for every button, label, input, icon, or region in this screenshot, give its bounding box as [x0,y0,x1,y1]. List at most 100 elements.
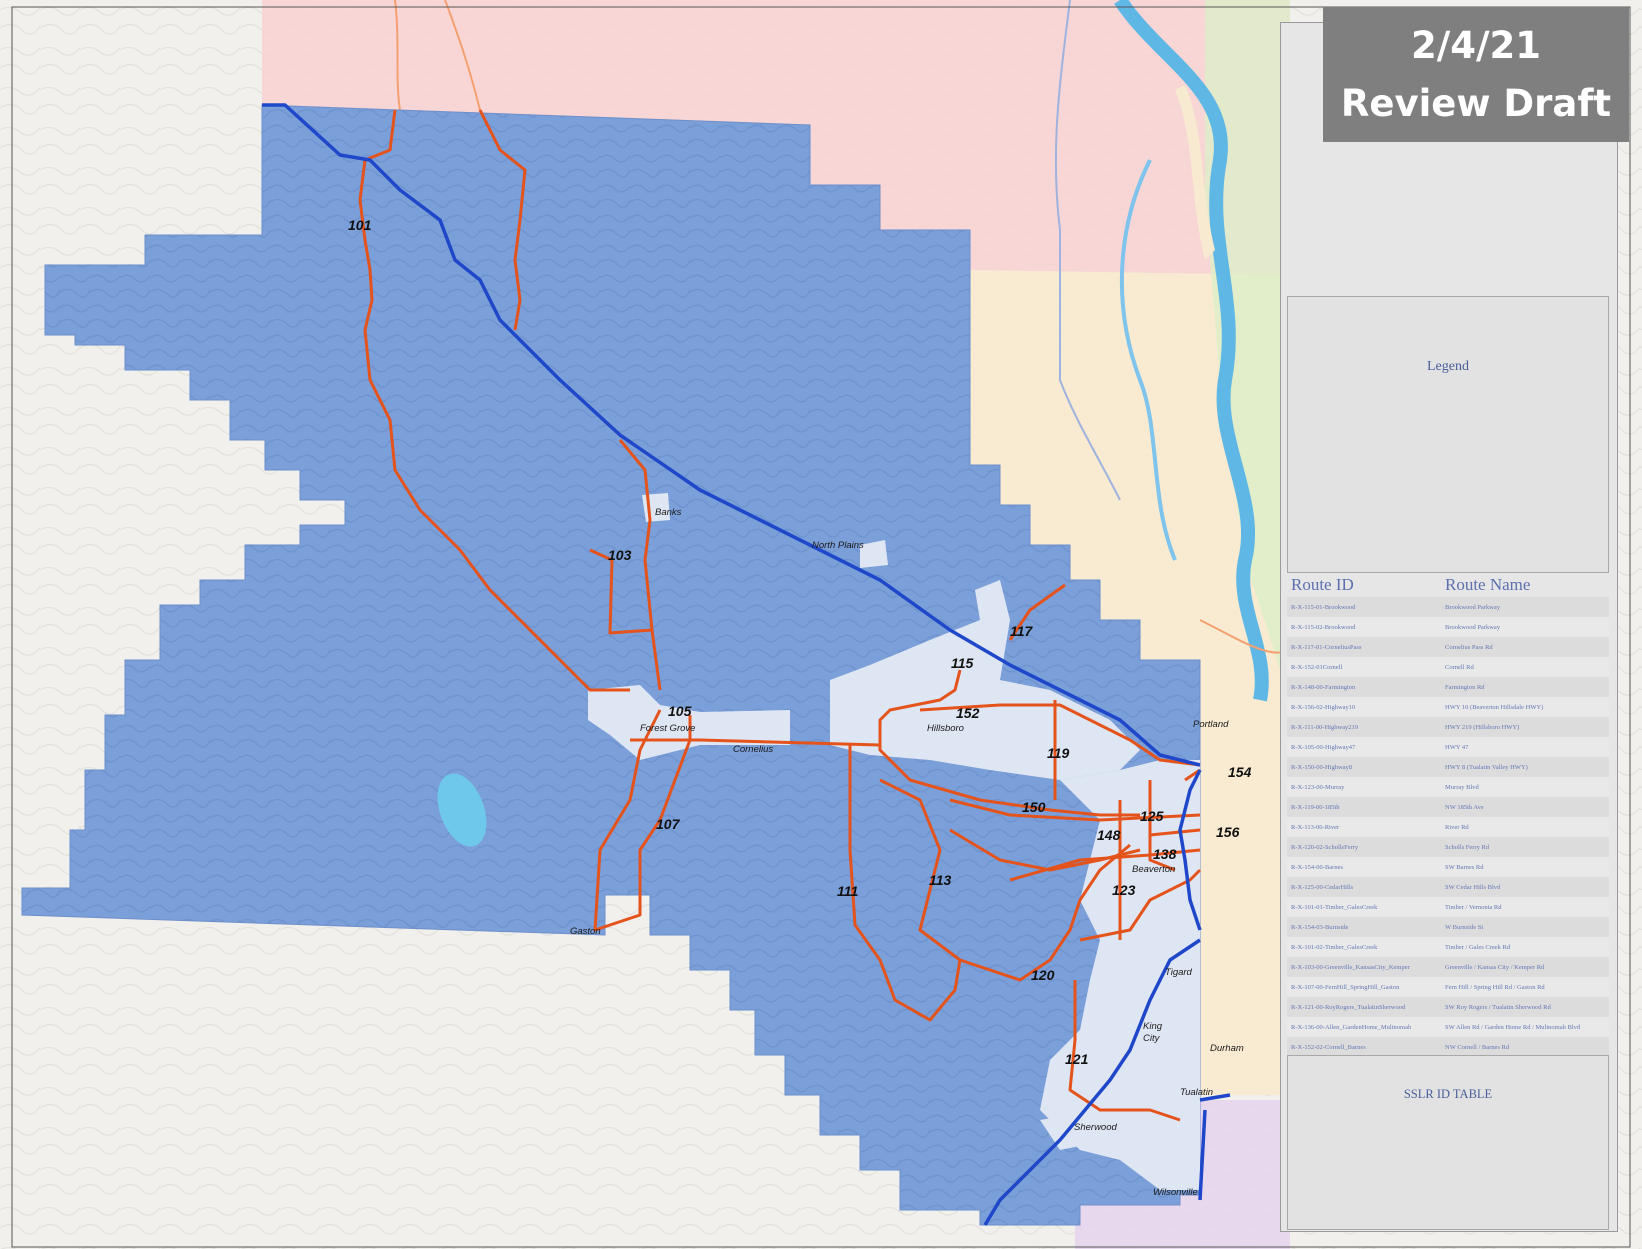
route-id-cell: R-X-119-00-185th [1287,797,1441,817]
draft-date: 2/4/21 [1410,23,1541,67]
route-label-101: 101 [348,217,372,233]
route-corridor-west [630,738,881,747]
hagg-lake [437,773,487,847]
route-name-cell: SW Cedar Hills Blvd [1441,877,1609,897]
route-107-line [593,709,692,932]
north-county-tint [262,0,1290,275]
route-north-branch [478,109,527,331]
route-label-154: 154 [1228,764,1252,780]
place-tigard: Tigard [1165,967,1193,978]
route-name-cell: SW Barnes Rd [1441,857,1609,877]
route-id-cell: R-X-150-00-Highway8 [1287,757,1441,777]
route-id-cell: R-X-125-00-CedarHills [1287,877,1441,897]
route-id-cell: R-X-101-02-Timber_GalesCreek [1287,937,1441,957]
legend-title: Legend [1427,359,1469,374]
urban-sherwood [1040,1110,1110,1150]
review-draft-badge: 2/4/21 Review Draft [1323,7,1629,142]
route-150-line [949,798,1201,822]
place-hillsboro: Hillsboro [927,723,964,734]
route-113-line [879,778,1131,982]
route-id-cell: R-X-111-00-Highway219 [1287,717,1441,737]
route-id-cell: R-X-123-00-Murray [1287,777,1441,797]
column-header-route-id: Route ID [1291,575,1354,594]
route-name-cell: Scholls Ferry Rd [1441,837,1609,857]
place-city: City [1143,1033,1161,1044]
table-header-row: Route ID Route Name [1287,575,1609,597]
faint-road-north-1 [394,0,401,111]
place-banks: Banks [655,507,682,518]
route-121-line [1068,980,1181,1122]
place-gaston: Gaston [570,926,601,937]
route-label-123: 123 [1112,882,1136,898]
blue-highways [262,103,1231,1226]
route-name-cell: River Rd [1441,817,1609,837]
route-101-line [358,109,630,692]
orange-routes [358,109,1202,1122]
route-label-105: 105 [668,703,692,719]
route-id-cell: R-X-115-01-Brookwood [1287,597,1441,617]
route-id-cell: R-X-152-01Cornell [1287,657,1441,677]
route-label-113: 113 [929,872,952,888]
route-152-line [919,703,1201,767]
highway-5 [983,938,1201,1226]
river-green-tint [1205,0,1290,700]
place-wilsonville: Wilsonville [1153,1187,1198,1198]
route-name-cell: Timber / Vernonia Rd [1441,897,1609,917]
route-name-cell: Cornell Rd [1441,657,1609,677]
place-king: King [1143,1021,1163,1032]
route-115-line [878,669,1140,817]
route-name-cell: HWY 219 (Hillsboro HWY) [1441,717,1609,737]
route-id-cell: R-X-156-02-Highway10 [1287,697,1441,717]
route-111-line [848,745,962,1022]
route-label-138: 138 [1153,846,1177,862]
route-name-cell: SW Roy Rogers / Tualatin Sherwood Rd [1441,997,1609,1017]
highway-26 [262,103,1201,767]
route-156-line [1149,828,1201,837]
route-id-cell: R-X-152-02-Cornell_Barnes [1287,1037,1441,1057]
willamette-branch [1119,159,1177,561]
route-label-111: 111 [837,883,858,899]
route-name-cell: Murray Blvd [1441,777,1609,797]
place-cornelius: Cornelius [733,744,773,755]
route-name-cell: Greenville / Kansas City / Kemper Rd [1441,957,1609,977]
route-name-cell: Brookwood Parkway [1441,597,1609,617]
route-103-line [589,439,654,635]
route-id-cell: R-X-107-00-FernHill_SpringHill_Gaston [1287,977,1441,997]
river-island [1175,85,1215,260]
route-id-cell: R-X-148-00-Farmington [1287,677,1441,697]
place-beaverton: Beaverton [1132,864,1175,875]
route-id-cell: R-X-103-00-Greenville_KansasCity_Kemper [1287,957,1441,977]
draft-status: Review Draft [1340,81,1612,125]
route-label-115: 115 [951,655,974,671]
urban-north-plains [860,540,888,568]
route-label-125: 125 [1140,808,1164,824]
place-durham: Durham [1210,1043,1244,1054]
route-id-cell: R-X-105-00-Highway47 [1287,737,1441,757]
route-label-120: 120 [1031,967,1055,983]
route-label-103: 103 [608,547,632,563]
route-id-cell: R-X-101-01-Timber_GalesCreek [1287,897,1441,917]
route-name-cell: HWY 10 (Beaverton Hillsdale HWY) [1441,697,1609,717]
route-label-117: 117 [1010,623,1034,639]
route-label-152: 152 [956,705,980,721]
route-label-107: 107 [656,816,681,832]
route-label-119: 119 [1047,745,1070,761]
route-id-cell: R-X-117-01-CorneliusPass [1287,637,1441,657]
route-name-cell: Farmington Rd [1441,677,1609,697]
county-boundary [1054,0,1121,501]
place-sherwood: Sherwood [1074,1122,1117,1133]
route-label-121: 121 [1065,1051,1089,1067]
place-forest-grove: Forest Grove [640,723,695,734]
route-125-line [1148,780,1176,872]
